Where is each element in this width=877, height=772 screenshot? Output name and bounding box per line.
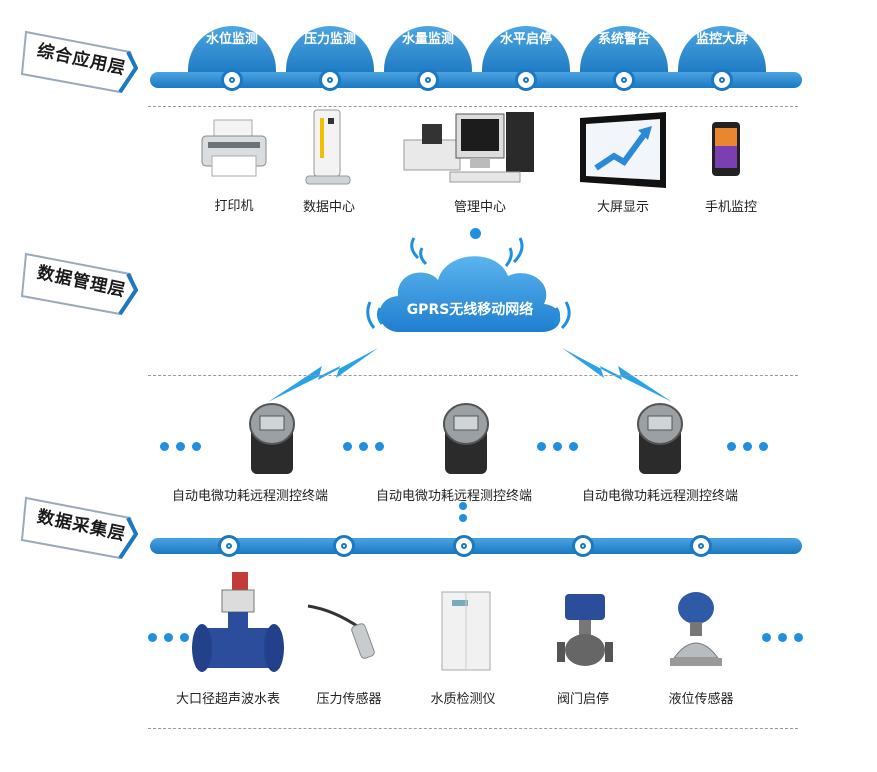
terminal-label: 自动电微功耗远程测控终端 (581, 489, 738, 504)
device-label-data-center: 数据中心 (302, 200, 355, 215)
layer-tag-data-collection: 数据采集层 (18, 494, 138, 560)
network-label: GPRS无线移动网络 (406, 302, 534, 318)
ultrasonic-water-meter-icon (192, 572, 284, 672)
bus-node (221, 69, 243, 91)
device-label-management-center: 管理中心 (453, 200, 506, 215)
tag-shape (20, 496, 138, 560)
ellipsis-dots (343, 442, 391, 451)
bus-node (613, 69, 635, 91)
bus-node (218, 535, 240, 557)
terminal-device-icon (443, 403, 489, 474)
ellipsis-dots (762, 633, 810, 642)
divider (148, 728, 798, 729)
cloud-icon (366, 237, 571, 332)
bus-node (572, 535, 594, 557)
tag-shape (20, 252, 138, 316)
bus-node (319, 69, 341, 91)
divider (148, 106, 798, 107)
mobile-phone-icon (712, 122, 740, 176)
connector-dot (470, 228, 481, 239)
ellipsis-dots (537, 442, 585, 451)
bus-node (711, 69, 733, 91)
big-screen-icon (580, 112, 666, 188)
server-icon (305, 109, 351, 185)
level-sensor-icon (670, 592, 722, 666)
bus-node (417, 69, 439, 91)
terminal-device-icon (249, 403, 295, 474)
computer-icon (403, 112, 534, 183)
sensor-label-level: 液位传感器 (668, 692, 734, 707)
tag-shape (20, 30, 138, 94)
sensor-label-water-meter: 大口径超声波水表 (175, 692, 280, 707)
terminal-label: 自动电微功耗远程测控终端 (375, 489, 532, 504)
divider (148, 375, 798, 376)
device-label-printer: 打印机 (214, 199, 254, 214)
application-bus (150, 72, 802, 88)
ellipsis-dots (727, 442, 775, 451)
sensor-label-water-quality: 水质检测仪 (430, 692, 496, 707)
sensor-label-valve: 阀门启停 (556, 692, 609, 707)
ellipsis-dots (148, 633, 196, 642)
water-quality-analyzer-icon (441, 591, 491, 671)
collection-bus (150, 538, 802, 554)
connector-dot (459, 502, 467, 510)
ellipsis-dots (160, 442, 208, 451)
bus-node (690, 535, 712, 557)
device-label-big-screen: 大屏显示 (596, 200, 649, 215)
pressure-sensor-icon (307, 604, 375, 659)
bus-node (515, 69, 537, 91)
sensor-label-pressure: 压力传感器 (316, 692, 382, 707)
device-label-mobile: 手机监控 (704, 200, 757, 215)
bus-node (453, 535, 475, 557)
bus-node (333, 535, 355, 557)
valve-actuator-icon (557, 594, 613, 666)
layer-tag-data-management: 数据管理层 (18, 250, 138, 316)
terminal-label: 自动电微功耗远程测控终端 (171, 489, 328, 504)
layer-tag-application: 综合应用层 (18, 28, 138, 94)
printer-icon (201, 119, 267, 177)
terminal-device-icon (637, 403, 683, 474)
connector-dot (459, 514, 467, 522)
